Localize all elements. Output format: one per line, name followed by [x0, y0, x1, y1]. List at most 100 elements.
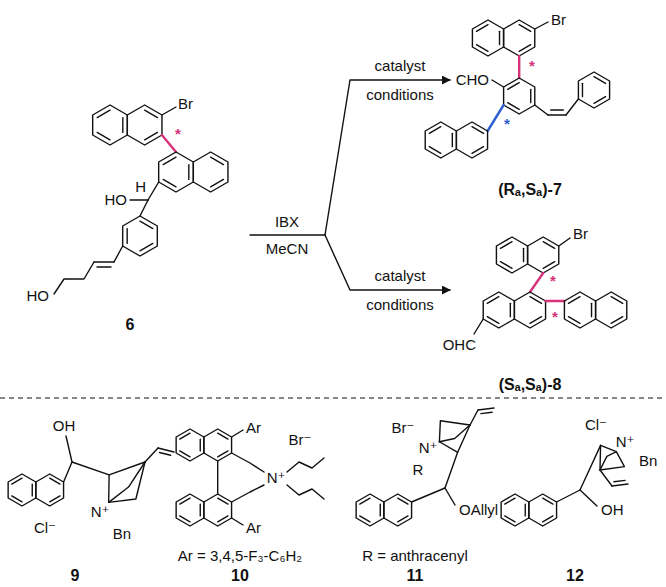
atom-label: HO: [104, 192, 129, 208]
atom-label: Br: [572, 226, 589, 242]
double-bond: [50, 496, 60, 502]
double-bond: [180, 433, 190, 439]
double-bond: [211, 157, 224, 164]
bond-line: [114, 246, 123, 262]
ring-bond: [501, 494, 529, 526]
bond-line: [94, 261, 114, 262]
double-bond: [97, 266, 111, 267]
double-bond: [530, 297, 542, 304]
bond-line: [478, 408, 494, 410]
reagent-label: catalyst: [374, 58, 427, 74]
reagent-label: IBX: [274, 214, 300, 230]
double-bond: [476, 25, 488, 32]
compound-number: 9: [70, 568, 81, 585]
bond-line: [232, 518, 243, 525]
double-bond: [32, 484, 33, 496]
definition-note: R = anthracenyl: [361, 548, 468, 564]
ring-bond: [8, 474, 36, 506]
bond-line: [72, 462, 109, 475]
double-bond: [452, 133, 453, 146]
axis-bond: [518, 56, 520, 78]
reagent-label: conditions: [365, 297, 435, 313]
double-bond: [163, 157, 176, 164]
double-bond: [568, 297, 580, 304]
double-bond: [360, 498, 370, 504]
double-bond: [200, 439, 201, 451]
ring-bond: [514, 292, 545, 328]
atom-label: OHC: [442, 337, 477, 353]
double-bond: [398, 498, 408, 504]
double-bond: [50, 478, 60, 484]
axis-bond: [488, 105, 504, 131]
counter-ion: Br⁻: [288, 432, 313, 448]
bond-line: [232, 430, 243, 437]
double-bond: [180, 498, 190, 504]
double-bond: [499, 31, 500, 44]
atom-label: HO: [26, 288, 51, 304]
atom-label: Br: [550, 12, 567, 28]
bond-line: [287, 485, 324, 499]
double-bond: [140, 221, 153, 228]
bond-line: [54, 262, 94, 294]
bond-line: [566, 99, 578, 115]
double-bond: [530, 89, 531, 102]
double-bond: [140, 243, 153, 250]
double-bond: [159, 452, 170, 455]
bond-line: [535, 22, 548, 29]
ring-bond: [578, 72, 609, 108]
ring-bond: [425, 122, 456, 158]
atom-label: H: [134, 179, 147, 195]
double-bond: [594, 77, 606, 84]
cage-bond: [439, 425, 470, 452]
bond-line: [548, 114, 566, 115]
reagent-label: conditions: [365, 87, 435, 103]
double-bond: [12, 478, 22, 484]
reagent-label: catalyst: [374, 268, 427, 284]
double-bond: [505, 498, 515, 504]
atom-label: OAllyl: [458, 502, 499, 518]
axis-bond: [530, 273, 543, 292]
reaction-arrow: [325, 235, 450, 290]
ring-bond: [193, 152, 228, 192]
cage-bond: [439, 421, 470, 442]
double-bond: [145, 132, 158, 139]
double-bond: [500, 262, 512, 269]
compound-number: (Rₐ,Sₐ)-7: [497, 182, 563, 199]
stereo-mark: *: [551, 309, 559, 325]
double-bond: [591, 303, 592, 316]
ring-bond: [36, 474, 64, 506]
double-bond: [614, 480, 625, 481]
atom-label: Bn: [638, 453, 658, 469]
cage-bond: [439, 425, 470, 442]
double-bond: [611, 317, 623, 324]
double-bond: [568, 317, 580, 324]
compound-number: 10: [230, 568, 250, 585]
definition-note: Ar = 3,4,5-F₃-C₆H₂: [177, 548, 303, 564]
bond-line: [492, 80, 504, 87]
ring-bond: [596, 292, 627, 328]
stereo-mark: *: [549, 273, 557, 289]
cage-bond: [600, 452, 616, 470]
bond-line: [232, 485, 264, 502]
stereo-mark: *: [528, 58, 536, 74]
double-bond: [200, 504, 201, 516]
double-bond: [429, 147, 441, 154]
double-bond: [543, 498, 553, 504]
ring-bond: [564, 292, 595, 328]
atom-label: Ar: [245, 520, 262, 536]
ring-bond: [204, 429, 232, 461]
ring-bond: [384, 494, 412, 526]
bond-line: [557, 490, 580, 502]
ring-bond: [123, 216, 158, 256]
ring-bond: [127, 105, 162, 145]
double-bond: [218, 498, 228, 504]
double-bond: [429, 127, 441, 134]
double-bond: [543, 242, 555, 249]
ring-bond: [93, 105, 128, 145]
bond-line: [470, 410, 478, 425]
double-bond: [476, 45, 488, 52]
double-bond: [218, 516, 228, 522]
bond-line: [559, 238, 570, 246]
double-bond: [126, 229, 127, 244]
